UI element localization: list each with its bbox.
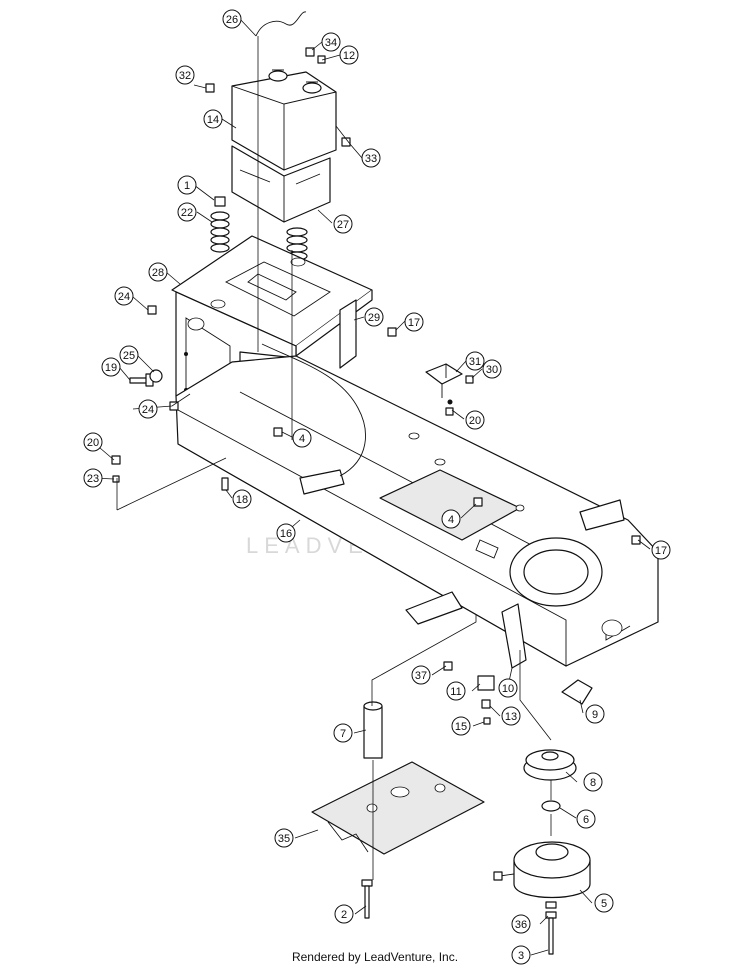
svg-text:35: 35 [278, 833, 290, 845]
pto-clutch [493, 841, 591, 898]
svg-text:32: 32 [179, 70, 191, 82]
svg-text:2: 2 [341, 909, 347, 921]
callout-12[interactable]: 12 [339, 45, 359, 65]
svg-text:13: 13 [505, 711, 517, 723]
callout-27[interactable]: 27 [333, 214, 353, 234]
callout-11[interactable]: 11 [446, 681, 466, 701]
callout-19[interactable]: 19 [101, 357, 121, 377]
bolts [111, 55, 641, 955]
svg-text:22: 22 [181, 207, 193, 219]
battery-tray [231, 145, 331, 223]
axle-plate [311, 761, 485, 855]
svg-text:25: 25 [123, 350, 135, 362]
svg-text:24: 24 [142, 404, 154, 416]
svg-text:31: 31 [469, 356, 481, 368]
svg-text:4: 4 [299, 433, 305, 445]
callout-24b[interactable]: 24 [138, 399, 158, 419]
svg-text:17: 17 [408, 317, 420, 329]
svg-text:19: 19 [105, 362, 117, 374]
callout-10[interactable]: 10 [498, 678, 518, 698]
callout-33[interactable]: 33 [361, 148, 381, 168]
svg-text:29: 29 [368, 312, 380, 324]
svg-text:23: 23 [87, 473, 99, 485]
spacer [363, 701, 383, 759]
callout-1[interactable]: 1 [177, 175, 197, 195]
main-frame [175, 355, 659, 667]
callout-3[interactable]: 3 [511, 945, 531, 965]
callout-2[interactable]: 2 [334, 904, 354, 924]
callout-13[interactable]: 13 [501, 706, 521, 726]
svg-text:15: 15 [455, 721, 467, 733]
svg-text:10: 10 [502, 683, 514, 695]
svg-text:30: 30 [486, 364, 498, 376]
callout-5[interactable]: 5 [594, 893, 614, 913]
callout-14[interactable]: 14 [203, 109, 223, 129]
callout-26[interactable]: 26 [222, 9, 242, 29]
callout-24[interactable]: 24 [114, 286, 134, 306]
svg-text:12: 12 [343, 50, 355, 62]
svg-text:14: 14 [207, 114, 219, 126]
callout-28[interactable]: 28 [148, 262, 168, 282]
svg-text:20: 20 [469, 415, 481, 427]
callout-4b[interactable]: 4 [441, 509, 461, 529]
washer [541, 800, 561, 812]
callout-9[interactable]: 9 [585, 704, 605, 724]
callout-16[interactable]: 16 [276, 523, 296, 543]
svg-text:36: 36 [515, 919, 527, 931]
callout-20[interactable]: 20 [465, 410, 485, 430]
callout-4[interactable]: 4 [292, 428, 312, 448]
callout-20b[interactable]: 20 [83, 432, 103, 452]
callout-25[interactable]: 25 [119, 345, 139, 365]
battery [231, 47, 337, 171]
pulley [523, 749, 577, 781]
callout-36[interactable]: 36 [511, 914, 531, 934]
svg-text:28: 28 [152, 267, 164, 279]
callout-29[interactable]: 29 [364, 307, 384, 327]
callout-30[interactable]: 30 [482, 359, 502, 379]
svg-text:34: 34 [325, 37, 337, 49]
callout-22[interactable]: 22 [177, 202, 197, 222]
svg-text:18: 18 [236, 494, 248, 506]
svg-text:20: 20 [87, 437, 99, 449]
seat-support-plate [171, 235, 373, 369]
battery-cable [255, 11, 307, 37]
svg-text:1: 1 [184, 180, 190, 192]
callout-31[interactable]: 31 [465, 351, 485, 371]
svg-text:4: 4 [448, 514, 454, 526]
svg-text:26: 26 [226, 14, 238, 26]
wire-harness [261, 343, 366, 477]
callout-37[interactable]: 37 [411, 665, 431, 685]
callout-18[interactable]: 18 [232, 489, 252, 509]
belt-guide [561, 679, 593, 705]
callout-8[interactable]: 8 [583, 772, 603, 792]
callout-15[interactable]: 15 [451, 716, 471, 736]
clip [481, 699, 491, 709]
svg-text:7: 7 [340, 728, 346, 740]
callout-7[interactable]: 7 [333, 723, 353, 743]
svg-text:11: 11 [450, 686, 461, 698]
svg-text:6: 6 [583, 814, 589, 826]
svg-text:8: 8 [590, 777, 596, 789]
svg-text:33: 33 [365, 153, 377, 165]
svg-text:37: 37 [415, 670, 427, 682]
callouts: 26 34 12 32 14 33 1 22 27 28 24 29 17 25… [83, 9, 671, 965]
callout-35[interactable]: 35 [274, 828, 294, 848]
callout-17b[interactable]: 17 [651, 540, 671, 560]
seat-bracket [425, 363, 463, 405]
callout-32[interactable]: 32 [175, 65, 195, 85]
callout-34[interactable]: 34 [321, 32, 341, 52]
svg-text:3: 3 [518, 950, 524, 962]
callout-17[interactable]: 17 [404, 312, 424, 332]
callout-23[interactable]: 23 [83, 468, 103, 488]
callout-6[interactable]: 6 [576, 809, 596, 829]
switch [477, 675, 495, 691]
svg-text:9: 9 [592, 709, 598, 721]
svg-text:17: 17 [655, 545, 667, 557]
footer-credit: Rendered by LeadVenture, Inc. [291, 950, 459, 964]
svg-text:24: 24 [118, 291, 130, 303]
svg-text:27: 27 [337, 219, 349, 231]
svg-text:5: 5 [601, 898, 607, 910]
svg-text:16: 16 [280, 528, 292, 540]
